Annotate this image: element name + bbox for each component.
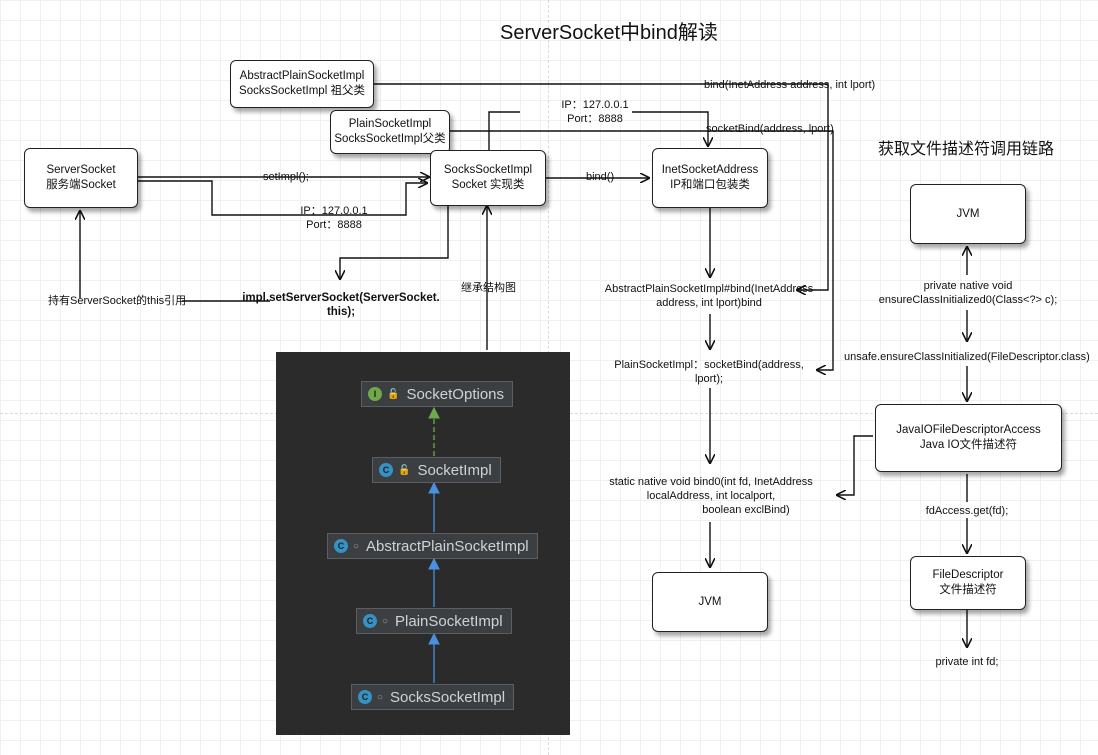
- edge-ip-top: [488, 111, 520, 150]
- package-private-icon: ○: [377, 691, 384, 703]
- java-io-file-descriptor-access-box: JavaIOFileDescriptorAccess Java IO文件描述符: [875, 404, 1062, 472]
- hierarchy-node-socket-options: I 🔓 SocketOptions: [361, 381, 514, 407]
- label-plain-bind-2: lport);: [694, 373, 724, 385]
- label-holds-this: 持有ServerSocket的this引用: [48, 295, 187, 307]
- box-line: IP和端口包装类: [670, 179, 750, 191]
- label-private-fd: private int fd;: [935, 656, 999, 668]
- edge-abs-bind: [374, 83, 829, 290]
- hierarchy-node-socks-socket-impl: C ○ SocksSocketImpl: [351, 684, 515, 710]
- box-line: SocksSocketImpl父类: [334, 133, 446, 145]
- label-unsafe-ensure: unsafe.ensureClassInitialized(FileDescri…: [844, 351, 1090, 363]
- box-line: JavaIOFileDescriptorAccess: [896, 424, 1041, 436]
- page-title: ServerSocket中bind解读: [500, 22, 718, 44]
- hierarchy-node-label: SocketOptions: [406, 385, 505, 403]
- hierarchy-node-abstract-plain-socket-impl: C ○ AbstractPlainSocketImpl: [327, 533, 538, 559]
- label-ensure-1: private native void: [923, 280, 1013, 292]
- box-line: 文件描述符: [939, 584, 997, 596]
- label-port-top: Port：8888: [567, 113, 623, 125]
- box-line: AbstractPlainSocketImpl: [239, 70, 365, 82]
- label-bind-inet: bind(InetAddress address, int lport): [704, 79, 876, 91]
- box-line: FileDescriptor: [932, 569, 1004, 581]
- edge-ip-top-2: [632, 111, 708, 145]
- hierarchy-node-label: SocksSocketImpl: [390, 688, 506, 706]
- box-line: InetSocketAddress: [661, 164, 759, 176]
- box-line: PlainSocketImpl: [348, 118, 432, 130]
- lock-icon: 🔓: [398, 464, 411, 476]
- socks-socket-impl-box: SocksSocketImpl Socket 实现类: [430, 150, 546, 206]
- box-line: SocksSocketImpl: [443, 164, 533, 176]
- label-bind-call: bind(): [586, 171, 615, 183]
- label-setimpl: setImpl();: [263, 171, 309, 183]
- label-impl-set-1: impl.setServerSocket(ServerSocket.: [242, 292, 440, 304]
- jvm-box-right: JVM: [910, 184, 1026, 244]
- class-icon: C: [358, 690, 372, 704]
- jvm-box-mid: JVM: [652, 572, 768, 632]
- file-descriptor-box: FileDescriptor 文件描述符: [910, 556, 1026, 610]
- edge-impl-set: [340, 206, 449, 278]
- hierarchy-node-label: PlainSocketImpl: [395, 612, 503, 630]
- package-private-icon: ○: [353, 540, 360, 552]
- hierarchy-node-label: AbstractPlainSocketImpl: [366, 537, 529, 555]
- label-native-2: localAddress, int localport,: [646, 490, 776, 502]
- hierarchy-node-label: SocketImpl: [417, 461, 492, 479]
- box-line: SocksSocketImpl 祖父类: [239, 85, 365, 97]
- section-title: 获取文件描述符调用链路: [878, 141, 1055, 158]
- box-line: 服务端Socket: [46, 179, 116, 191]
- abstract-plain-socket-impl-box: AbstractPlainSocketImpl SocksSocketImpl …: [230, 60, 374, 108]
- label-port-mid: Port：8888: [306, 219, 362, 231]
- plain-socket-impl-box: PlainSocketImpl SocksSocketImpl父类: [330, 110, 450, 154]
- label-plain-bind-1: PlainSocketImpl：socketBind(address,: [614, 359, 804, 371]
- box-line: Socket 实现类: [451, 179, 525, 191]
- edge-access-native: [838, 435, 873, 495]
- lock-icon: 🔓: [387, 388, 400, 400]
- box-line: ServerSocket: [46, 164, 116, 176]
- inet-socket-address-box: InetSocketAddress IP和端口包装类: [652, 148, 768, 208]
- interface-icon: I: [368, 387, 382, 401]
- abstract-class-icon: C: [334, 539, 348, 553]
- class-icon: C: [363, 614, 377, 628]
- label-fd-access: fdAccess.get(fd);: [925, 505, 1009, 517]
- label-impl-set-2: this);: [326, 306, 356, 318]
- label-ip-mid: IP：127.0.0.1: [300, 205, 368, 217]
- label-ip-top: IP：127.0.0.1: [561, 99, 629, 111]
- abstract-class-icon: C: [379, 463, 393, 477]
- hierarchy-node-socket-impl: C 🔓 SocketImpl: [372, 457, 501, 483]
- edge-plain-bind: [448, 130, 834, 370]
- label-inherit: 继承结构图: [461, 282, 516, 294]
- label-abs-bind-1: AbstractPlainSocketImpl#bind(InetAddress: [604, 283, 814, 295]
- package-private-icon: ○: [382, 615, 389, 627]
- label-socket-bind: socketBind(address, lport): [706, 123, 834, 135]
- box-line: JVM: [698, 595, 722, 608]
- edge-ip-mid: [138, 181, 426, 216]
- inheritance-panel: I 🔓 SocketOptions C 🔓 SocketImpl C ○ Abs…: [276, 352, 570, 735]
- box-line: JVM: [956, 207, 980, 220]
- label-native-3: boolean exclBind): [702, 504, 790, 516]
- inheritance-edges: [428, 406, 440, 683]
- label-ensure-2: ensureClassInitialized0(Class<?> c);: [878, 294, 1058, 306]
- server-socket-box: ServerSocket 服务端Socket: [24, 148, 138, 208]
- box-line: Java IO文件描述符: [919, 439, 1018, 451]
- hierarchy-node-plain-socket-impl: C ○ PlainSocketImpl: [356, 608, 512, 634]
- label-abs-bind-2: address, int lport)bind: [656, 297, 762, 309]
- label-native-1: static native void bind0(int fd, InetAdd…: [609, 476, 813, 488]
